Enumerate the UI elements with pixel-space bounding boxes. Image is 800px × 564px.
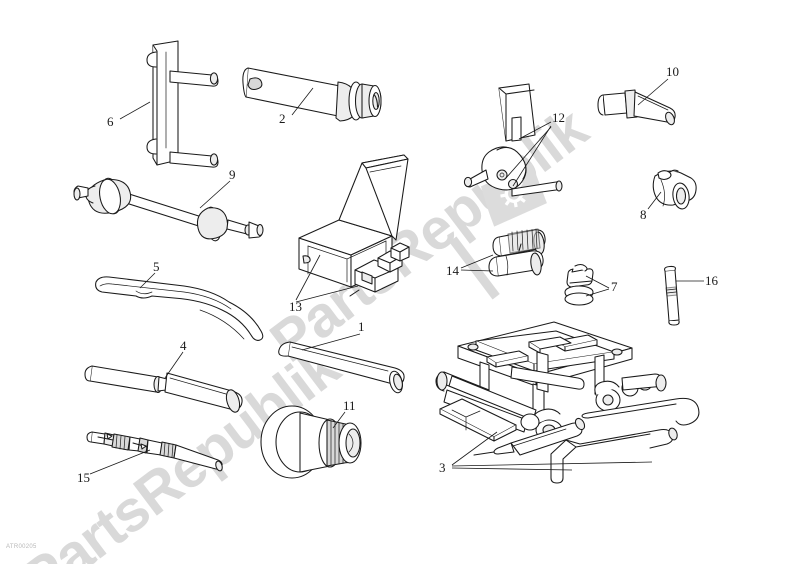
- callout-11: 11: [343, 398, 356, 413]
- part-11-flanged-knurled-bushing: [260, 405, 362, 479]
- callout-15: 15: [77, 470, 90, 485]
- part-7-threaded-stud-adapter: [564, 263, 594, 306]
- callout-16: 16: [705, 273, 718, 288]
- callout-13: 13: [289, 299, 302, 314]
- callout-3: 3: [439, 460, 446, 475]
- callout-6: 6: [107, 114, 114, 129]
- callout-2: 2: [279, 111, 286, 126]
- part-12-cam-body: [463, 146, 563, 197]
- callout-7: 7: [611, 279, 618, 294]
- callout-8: 8: [640, 207, 647, 222]
- part-12-locking-plate: [498, 83, 536, 142]
- part-2-bearing-installer-sleeve: [242, 67, 382, 122]
- part-16-straight-pin-rod: [664, 265, 680, 326]
- part-6-twin-pin-holder-plate: [146, 40, 219, 168]
- callout-10: 10: [666, 64, 679, 79]
- part-3-accessory-rods: [473, 417, 678, 484]
- callout-5: 5: [153, 259, 160, 274]
- part-9-shaft-with-two-discs: [73, 177, 264, 242]
- callout-1: 1: [358, 319, 365, 334]
- part-3-lift-jack-stand: [435, 321, 700, 442]
- part-code-label: ATR00205: [6, 544, 37, 550]
- callout-9: 9: [229, 167, 236, 182]
- leader-lines: [89, 78, 704, 475]
- part-14-split-knurled-bush-pair: [488, 228, 546, 277]
- part-15-pin-driver-set: [86, 431, 223, 472]
- callout-4: 4: [180, 338, 187, 353]
- part-8-split-collar-clamp: [652, 169, 697, 210]
- callout-12: 12: [552, 110, 565, 125]
- part-13-fixture-block: [349, 242, 410, 297]
- part-5-curved-lever-tool: [95, 276, 264, 341]
- part-4-stepped-drift-punch: [84, 365, 243, 413]
- callout-14: 14: [446, 263, 459, 278]
- part-1-cylindrical-driver-tool: [278, 341, 405, 394]
- part-10-stepped-shaft-tool: [597, 89, 676, 126]
